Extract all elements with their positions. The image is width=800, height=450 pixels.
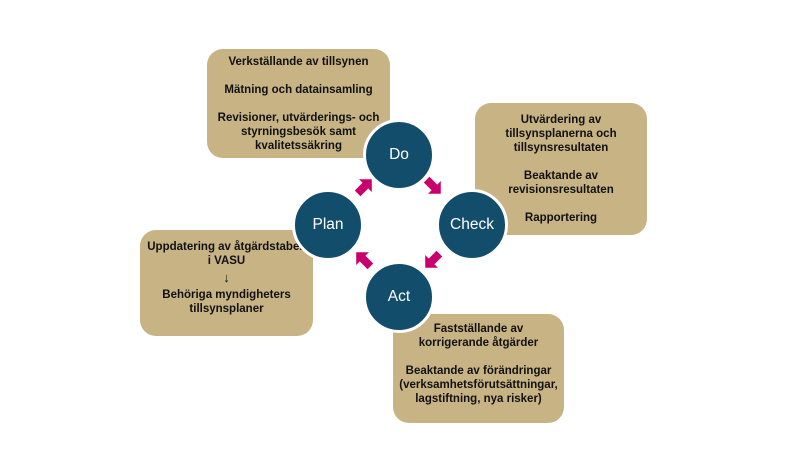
down-arrow-icon: ↓ bbox=[223, 270, 230, 285]
plan-line-1: Uppdatering av åtgärdstabell i VASU bbox=[147, 241, 306, 267]
act-description-box: Fastställande av korrigerande åtgärder B… bbox=[393, 314, 564, 423]
do-circle: Do bbox=[363, 119, 435, 191]
plan-line-3: Behöriga myndigheters tillsynsplaner bbox=[162, 289, 291, 315]
act-label: Act bbox=[387, 288, 411, 305]
act-circle: Act bbox=[363, 261, 435, 333]
plan-description-box: Uppdatering av åtgärdstabell i VASU ↓ Be… bbox=[140, 230, 313, 336]
check-circle: Check bbox=[436, 189, 508, 261]
do-label: Do bbox=[389, 146, 409, 163]
check-label: Check bbox=[450, 216, 494, 233]
act-line-1: Fastställande av korrigerande åtgärder bbox=[418, 323, 539, 349]
act-line-2: Beaktande av förändringar (verksamhetsfö… bbox=[399, 365, 558, 405]
do-line-3: Revisioner, utvärderings- och styrningsb… bbox=[217, 112, 380, 152]
check-line-2: Beaktande av revisionsresultaten bbox=[508, 170, 614, 196]
do-line-2: Mätning och datainsamling bbox=[224, 84, 373, 96]
check-line-3: Rapportering bbox=[524, 212, 598, 224]
plan-circle: Plan bbox=[292, 189, 364, 261]
plan-label: Plan bbox=[312, 216, 344, 233]
do-line-1: Verkställande av tillsynen bbox=[228, 56, 369, 68]
do-description-box: Verkställande av tillsynen Mätning och d… bbox=[207, 49, 390, 158]
check-line-1: Utvärdering av tillsynsplanerna och till… bbox=[505, 114, 617, 154]
